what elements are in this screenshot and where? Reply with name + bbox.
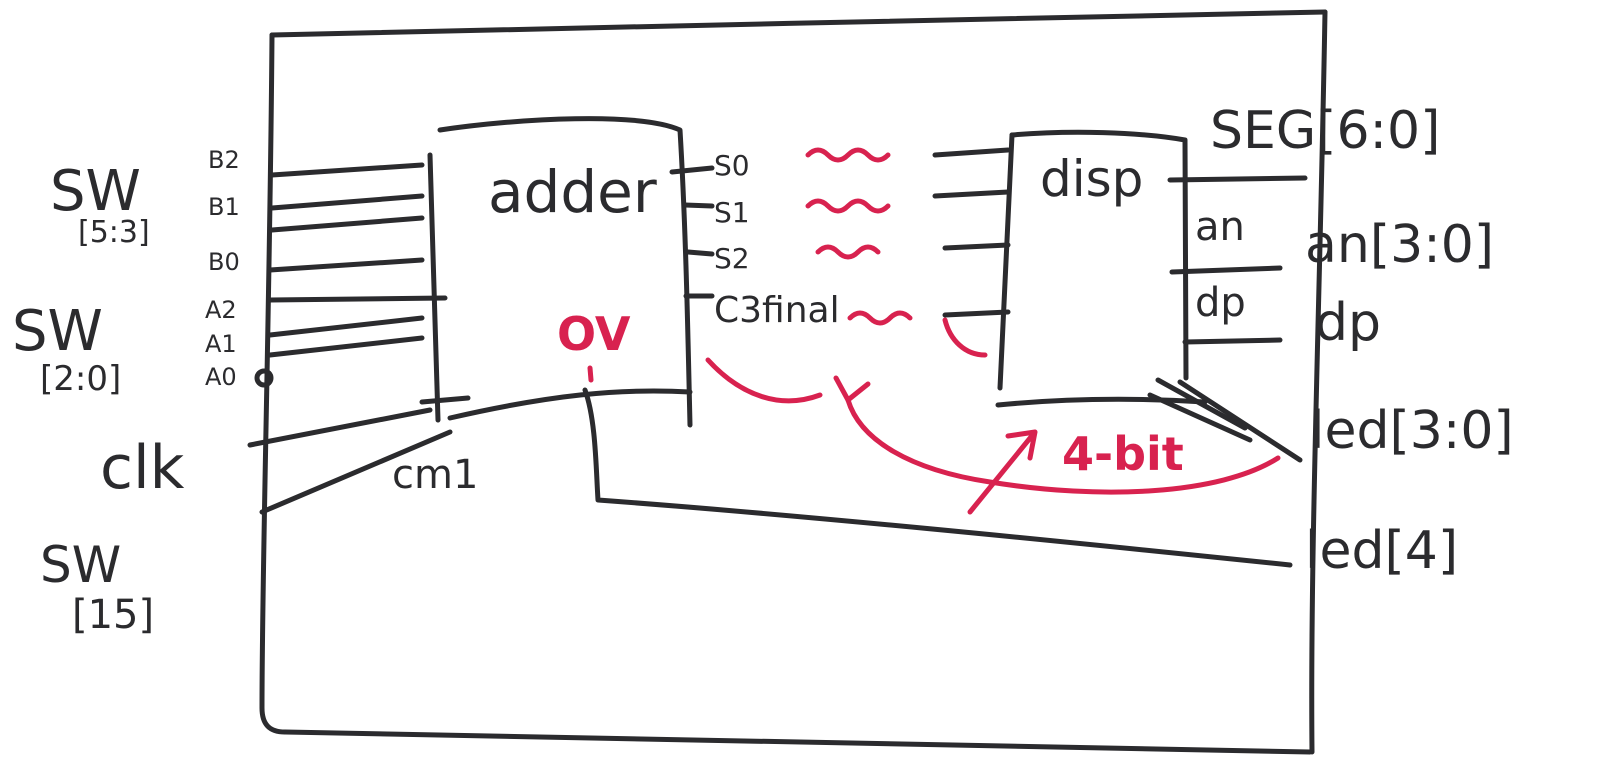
clk-label: clk [100,433,185,503]
adder-block: adder S0 S1 S2 C3final OV [437,116,840,428]
disp-an-box: an [1195,204,1245,250]
top-module-outline [259,9,1328,755]
bus-width-label: 4-bit [1062,427,1184,481]
pin-b1-label: B1 [208,193,240,221]
sw-b-label: SW [50,159,141,224]
pin-a2-label: A2 [205,296,237,324]
pin-labels: B2 B1 B0 A2 A1 A0 [205,146,240,391]
sw-a-range: [2:0] [40,359,121,399]
pin-a0-label: A0 [205,363,237,391]
adder-out-s0: S0 [714,149,750,182]
squiggle-marks: 4-bit [705,147,1281,515]
sw-15-label: SW [40,536,121,594]
pin-b2-label: B2 [208,146,240,174]
ov-to-led4-wire [582,387,1293,568]
led-low-output-label: led[3:0] [1310,401,1514,461]
disp-title: disp [1040,150,1143,208]
sw-b-range: [5:3] [78,215,150,250]
adder-out-s1: S1 [714,196,750,229]
dp-output-label: dp [1315,293,1381,353]
cm1-label: cm1 [392,452,478,498]
seg-output-label: SEG[6:0] [1210,101,1440,161]
input-wires [247,162,453,515]
output-labels: SEG[6:0] an[3:0] dp led[3:0] led[4] [1210,101,1514,581]
led4-output-label: led[4] [1305,521,1458,581]
cm1-bus: cm1 [392,152,478,498]
sw-a-label: SW [12,299,103,364]
disp-block: disp an dp [932,129,1308,463]
adder-out-s2: S2 [714,242,750,275]
disp-dp-box: dp [1195,280,1246,326]
sw-15-range: [15] [72,592,154,638]
an-output-label: an[3:0] [1305,215,1494,275]
pin-a1-label: A1 [205,330,237,358]
adder-title: adder [488,158,657,226]
adder-out-c3final: C3final [714,290,840,331]
pin-b0-label: B0 [208,248,240,276]
overflow-label: OV [557,307,631,361]
